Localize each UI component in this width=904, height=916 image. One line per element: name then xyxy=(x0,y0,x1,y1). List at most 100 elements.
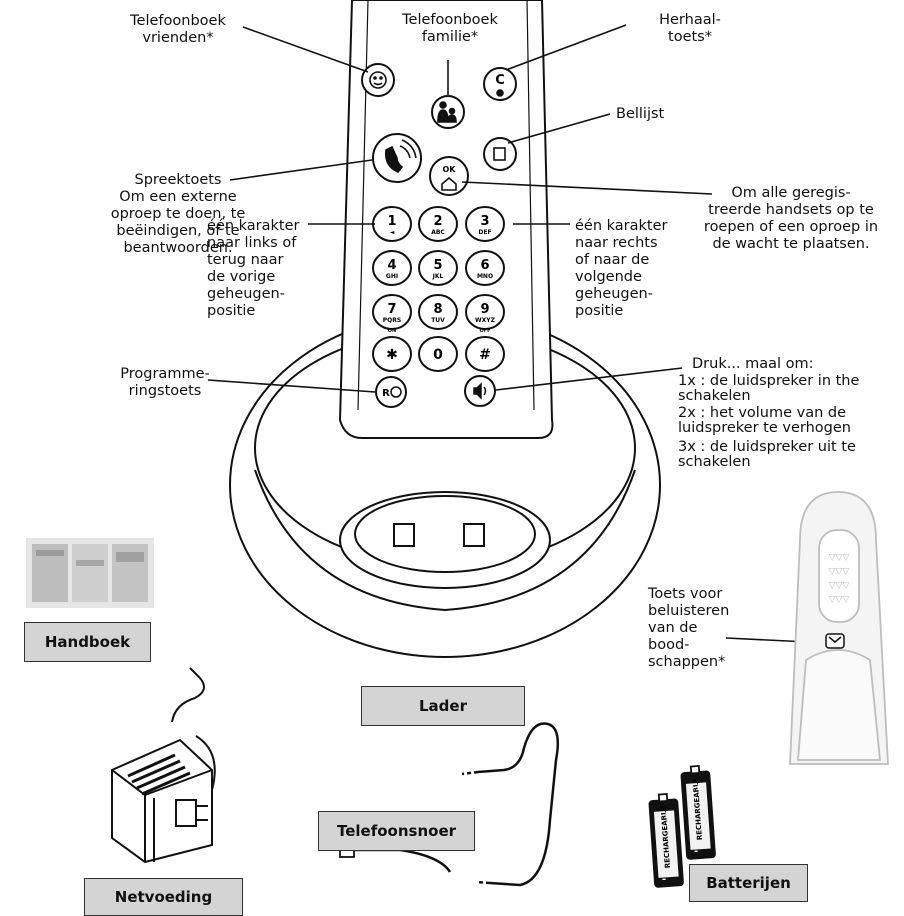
label-phonebook-family: Telefoonboek familie* xyxy=(402,12,498,45)
keypad-key-shape[interactable] xyxy=(418,206,458,242)
charger-cradle xyxy=(339,491,551,589)
svg-text:▽▽▽: ▽▽▽ xyxy=(829,595,850,605)
keypad-key-sub-label: DEF xyxy=(478,229,491,236)
label-redial: Herhaal- toets* xyxy=(659,12,721,45)
keypad-key-main-label: 6 xyxy=(480,258,489,273)
keypad-key-shape[interactable] xyxy=(418,250,458,286)
keypad-key-shape[interactable] xyxy=(372,336,412,372)
keypad-key-sub-label: ABC xyxy=(431,229,445,236)
redial-dot-icon xyxy=(496,89,504,97)
list-icon xyxy=(493,147,506,161)
label-press-2x: 2x : het volume van de luidspreker te ve… xyxy=(678,405,851,436)
label-messages-key: Toets voor beluisteren van de bood- scha… xyxy=(648,586,730,670)
keypad-key-shape[interactable] xyxy=(465,294,505,330)
keypad-key-sub-label: JKL xyxy=(432,273,444,280)
keypad-key-9[interactable]: ✱ xyxy=(372,336,412,372)
keypad-key-shape[interactable] xyxy=(372,294,412,330)
battery-plus-left: + xyxy=(662,810,670,821)
label-programming-key: Programme- ringstoets xyxy=(120,366,210,399)
keypad-key-main-label: 2 xyxy=(433,214,442,229)
keypad: 1◄2ABC3DEF4GHI5JKL6MNO7PQRS8TUV9WXYZ✱0#O… xyxy=(372,206,505,372)
keypad-key-main-label: 4 xyxy=(387,258,396,273)
label-right-char: één karakter naar rechts of naar de volg… xyxy=(575,218,668,319)
label-call-list: Bellijst xyxy=(616,106,665,122)
r-key-label: R xyxy=(382,388,390,399)
envelope-icon xyxy=(828,636,842,643)
smiley-friends-icon xyxy=(369,71,387,89)
keypad-key-sub-label: WXYZ xyxy=(475,317,496,324)
power-adapter-image xyxy=(111,667,216,864)
family-icon xyxy=(437,101,457,123)
svg-text:▽▽▽: ▽▽▽ xyxy=(829,553,850,563)
keypad-key-sub-label: PQRS xyxy=(383,317,401,324)
keypad-key-main-label: ✱ xyxy=(386,347,398,363)
keypad-key-main-label: 7 xyxy=(387,302,396,317)
charger-contact-left xyxy=(393,523,415,547)
batteries-image xyxy=(648,765,716,888)
keypad-key-sub-label: GHI xyxy=(386,273,398,280)
box-netvoeding: Netvoeding xyxy=(84,878,243,916)
charger-contact-right xyxy=(463,523,485,547)
keypad-key-main-label: 9 xyxy=(480,302,489,317)
keypad-key-main-label: # xyxy=(479,347,491,363)
keypad-key-main-label: 5 xyxy=(433,258,442,273)
manual-image xyxy=(26,538,154,608)
svg-text:▽▽▽: ▽▽▽ xyxy=(829,567,850,577)
arrow-icon xyxy=(390,386,402,398)
keypad-key-0[interactable]: 1◄ xyxy=(372,206,412,242)
box-lader: Lader xyxy=(361,686,525,726)
box-telefoonsnoer: Telefoonsnoer xyxy=(318,811,475,851)
keypad-key-main-label: 1 xyxy=(387,214,396,229)
keypad-key-main-label: 3 xyxy=(480,214,489,229)
redial-key[interactable] xyxy=(483,67,517,101)
keypad-key-shape[interactable] xyxy=(465,250,505,286)
off-label: OFF xyxy=(479,328,490,334)
ok-key-label: OK xyxy=(443,165,457,174)
box-batterijen: Batterijen xyxy=(689,864,808,902)
speaker-icon xyxy=(473,382,482,400)
keypad-key-shape[interactable] xyxy=(465,336,505,372)
ok-house-icon xyxy=(441,176,457,191)
keypad-key-shape[interactable] xyxy=(418,336,458,372)
keypad-key-10[interactable]: 0 xyxy=(418,336,458,372)
keypad-key-shape[interactable] xyxy=(372,250,412,286)
svg-text:▽▽▽: ▽▽▽ xyxy=(829,581,850,591)
battery-minus-left: - xyxy=(662,874,666,885)
handset-icon xyxy=(384,139,417,173)
phonebook-family-key[interactable] xyxy=(431,95,465,129)
label-left-char: één karakter naar links of terug naar de… xyxy=(207,218,300,319)
keypad-key-sub-label: ◄ xyxy=(390,229,395,236)
box-handboek: Handboek xyxy=(24,622,151,662)
label-press-3x: 3x : de luidspreker uit te schakelen xyxy=(678,439,856,470)
label-talk-key: Spreektoets Om een externe oproep te doe… xyxy=(110,172,246,256)
message-key[interactable] xyxy=(825,633,845,649)
keypad-key-sub-label: MNO xyxy=(477,273,493,280)
keypad-key-11[interactable]: # xyxy=(465,336,505,372)
phone-cord-image xyxy=(339,722,559,887)
label-intercom: Om alle geregis- treerde handsets op te … xyxy=(703,185,879,252)
keypad-key-shape[interactable] xyxy=(418,294,458,330)
call-list-key[interactable] xyxy=(483,137,517,171)
keypad-key-sub-label: TUV xyxy=(431,317,445,324)
on-label: ON xyxy=(388,328,396,334)
battery-plus-right: + xyxy=(694,782,702,793)
label-press-1x: 1x : de luidspreker in the schakelen xyxy=(678,373,860,404)
keypad-key-main-label: 8 xyxy=(433,302,442,317)
keypad-key-main-label: 0 xyxy=(433,347,443,363)
phonebook-friends-key[interactable] xyxy=(361,63,395,97)
label-phonebook-friends: Telefoonboek vrienden* xyxy=(130,13,226,46)
handset-back: ▽▽▽ ▽▽▽ ▽▽▽ ▽▽▽ xyxy=(789,491,889,765)
keypad-key-shape[interactable] xyxy=(465,206,505,242)
c-key-label: C xyxy=(495,73,505,88)
battery-minus-right: - xyxy=(694,846,698,857)
ok-intercom-key[interactable] xyxy=(429,156,469,196)
